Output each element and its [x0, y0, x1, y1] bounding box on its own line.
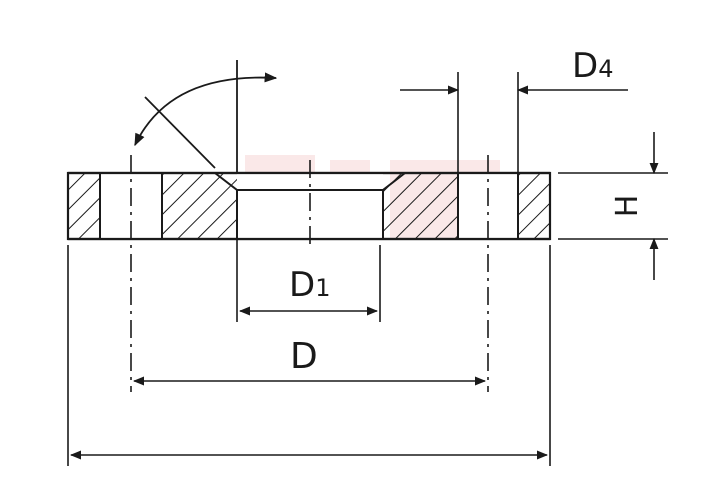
flange-section: [66, 171, 552, 241]
d1-label: D1: [289, 265, 330, 305]
center-lines: [130, 155, 489, 392]
d-dimension: D: [132, 336, 487, 386]
d4-dimension: D4: [400, 46, 628, 173]
overall-dimension: [67, 245, 551, 466]
h-dimension: H: [558, 132, 668, 280]
chamfer-angle: [134, 60, 278, 173]
d-label: D: [290, 336, 318, 377]
h-label: H: [610, 195, 645, 218]
d1-dimension: D1: [236, 239, 381, 322]
d4-label: D4: [572, 46, 613, 86]
